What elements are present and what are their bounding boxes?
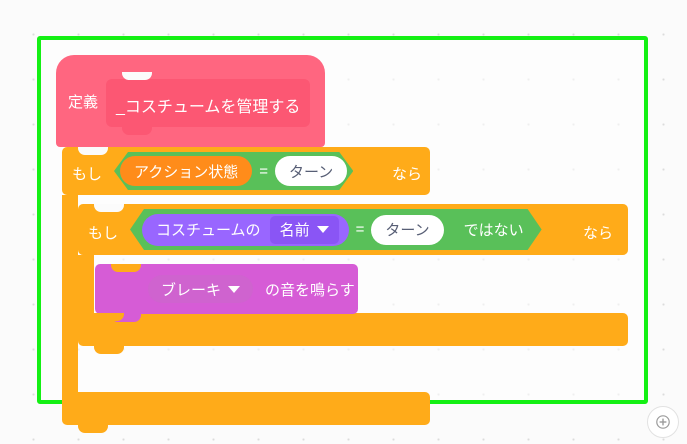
inner-equals-symbol: = [355,221,365,238]
zoom-in-icon [656,415,670,429]
inner-if-foot[interactable] [78,313,628,354]
inner-if-top-notch [94,204,124,212]
prototype-top-notch [122,72,152,80]
prototype-bottom-notch [122,126,152,135]
sound-block-tail-label: の音を鳴らす [265,281,355,299]
sound-top-notch [111,264,141,272]
outer-if-tail-label: なら [392,166,423,183]
procedure-prototype[interactable]: _コスチュームを管理する [106,72,310,135]
variable-reporter-action-state[interactable]: アクション状態 [120,156,252,186]
inner-if-spine [78,255,94,313]
chevron-down-icon [317,226,329,233]
sound-bottom-notch [111,313,141,322]
costume-attribute-value: 名前 [279,222,310,239]
outer-if-spine [62,195,78,392]
outer-if-inner-bottom-notch [78,392,108,400]
inner-if-bottom-notch [94,345,124,354]
inner-if-not-condition[interactable]: コスチュームの 名前 = ターン ではない [130,209,542,250]
outer-if-foot[interactable] [62,392,430,433]
equals-right-input[interactable]: ターン [275,156,347,186]
zoom-in-button[interactable] [647,406,679,438]
outer-if-head[interactable]: もし アクション状態 = ターン なら [62,147,430,195]
sound-name-value: ブレーキ [161,281,222,299]
define-block[interactable]: 定義 _コスチュームを管理する [56,55,325,155]
outer-if-condition-equals[interactable]: アクション状態 = ターン [114,152,353,190]
define-keyword-label: 定義 [68,94,99,111]
outer-if-top-notch [78,147,108,155]
inner-equals-operator[interactable]: コスチュームの 名前 = ターン [136,211,450,248]
costume-attribute-reporter[interactable]: コスチュームの 名前 [142,214,349,246]
procedure-name-label: _コスチュームを管理する [116,99,301,116]
costume-reporter-label: コスチュームの [156,222,261,239]
inner-if-keyword: もし [88,225,119,242]
inner-if-head[interactable]: もし コスチュームの 名前 = ターン ではない なら [78,204,628,255]
not-operator-label: ではない [463,222,524,239]
outer-if-keyword: もし [72,166,103,183]
inner-equals-right-input[interactable]: ターン [371,215,443,245]
costume-attribute-dropdown[interactable]: 名前 [270,216,339,244]
chevron-down-icon [228,285,241,293]
equals-operator-symbol: = [259,162,269,180]
inner-if-inner-bottom-notch [94,313,124,321]
outer-if-bottom-notch [78,424,108,433]
play-sound-block[interactable]: ブレーキ の音を鳴らす [95,264,358,322]
sound-name-dropdown[interactable]: ブレーキ [148,275,254,303]
inner-if-tail-label: なら [583,225,614,242]
